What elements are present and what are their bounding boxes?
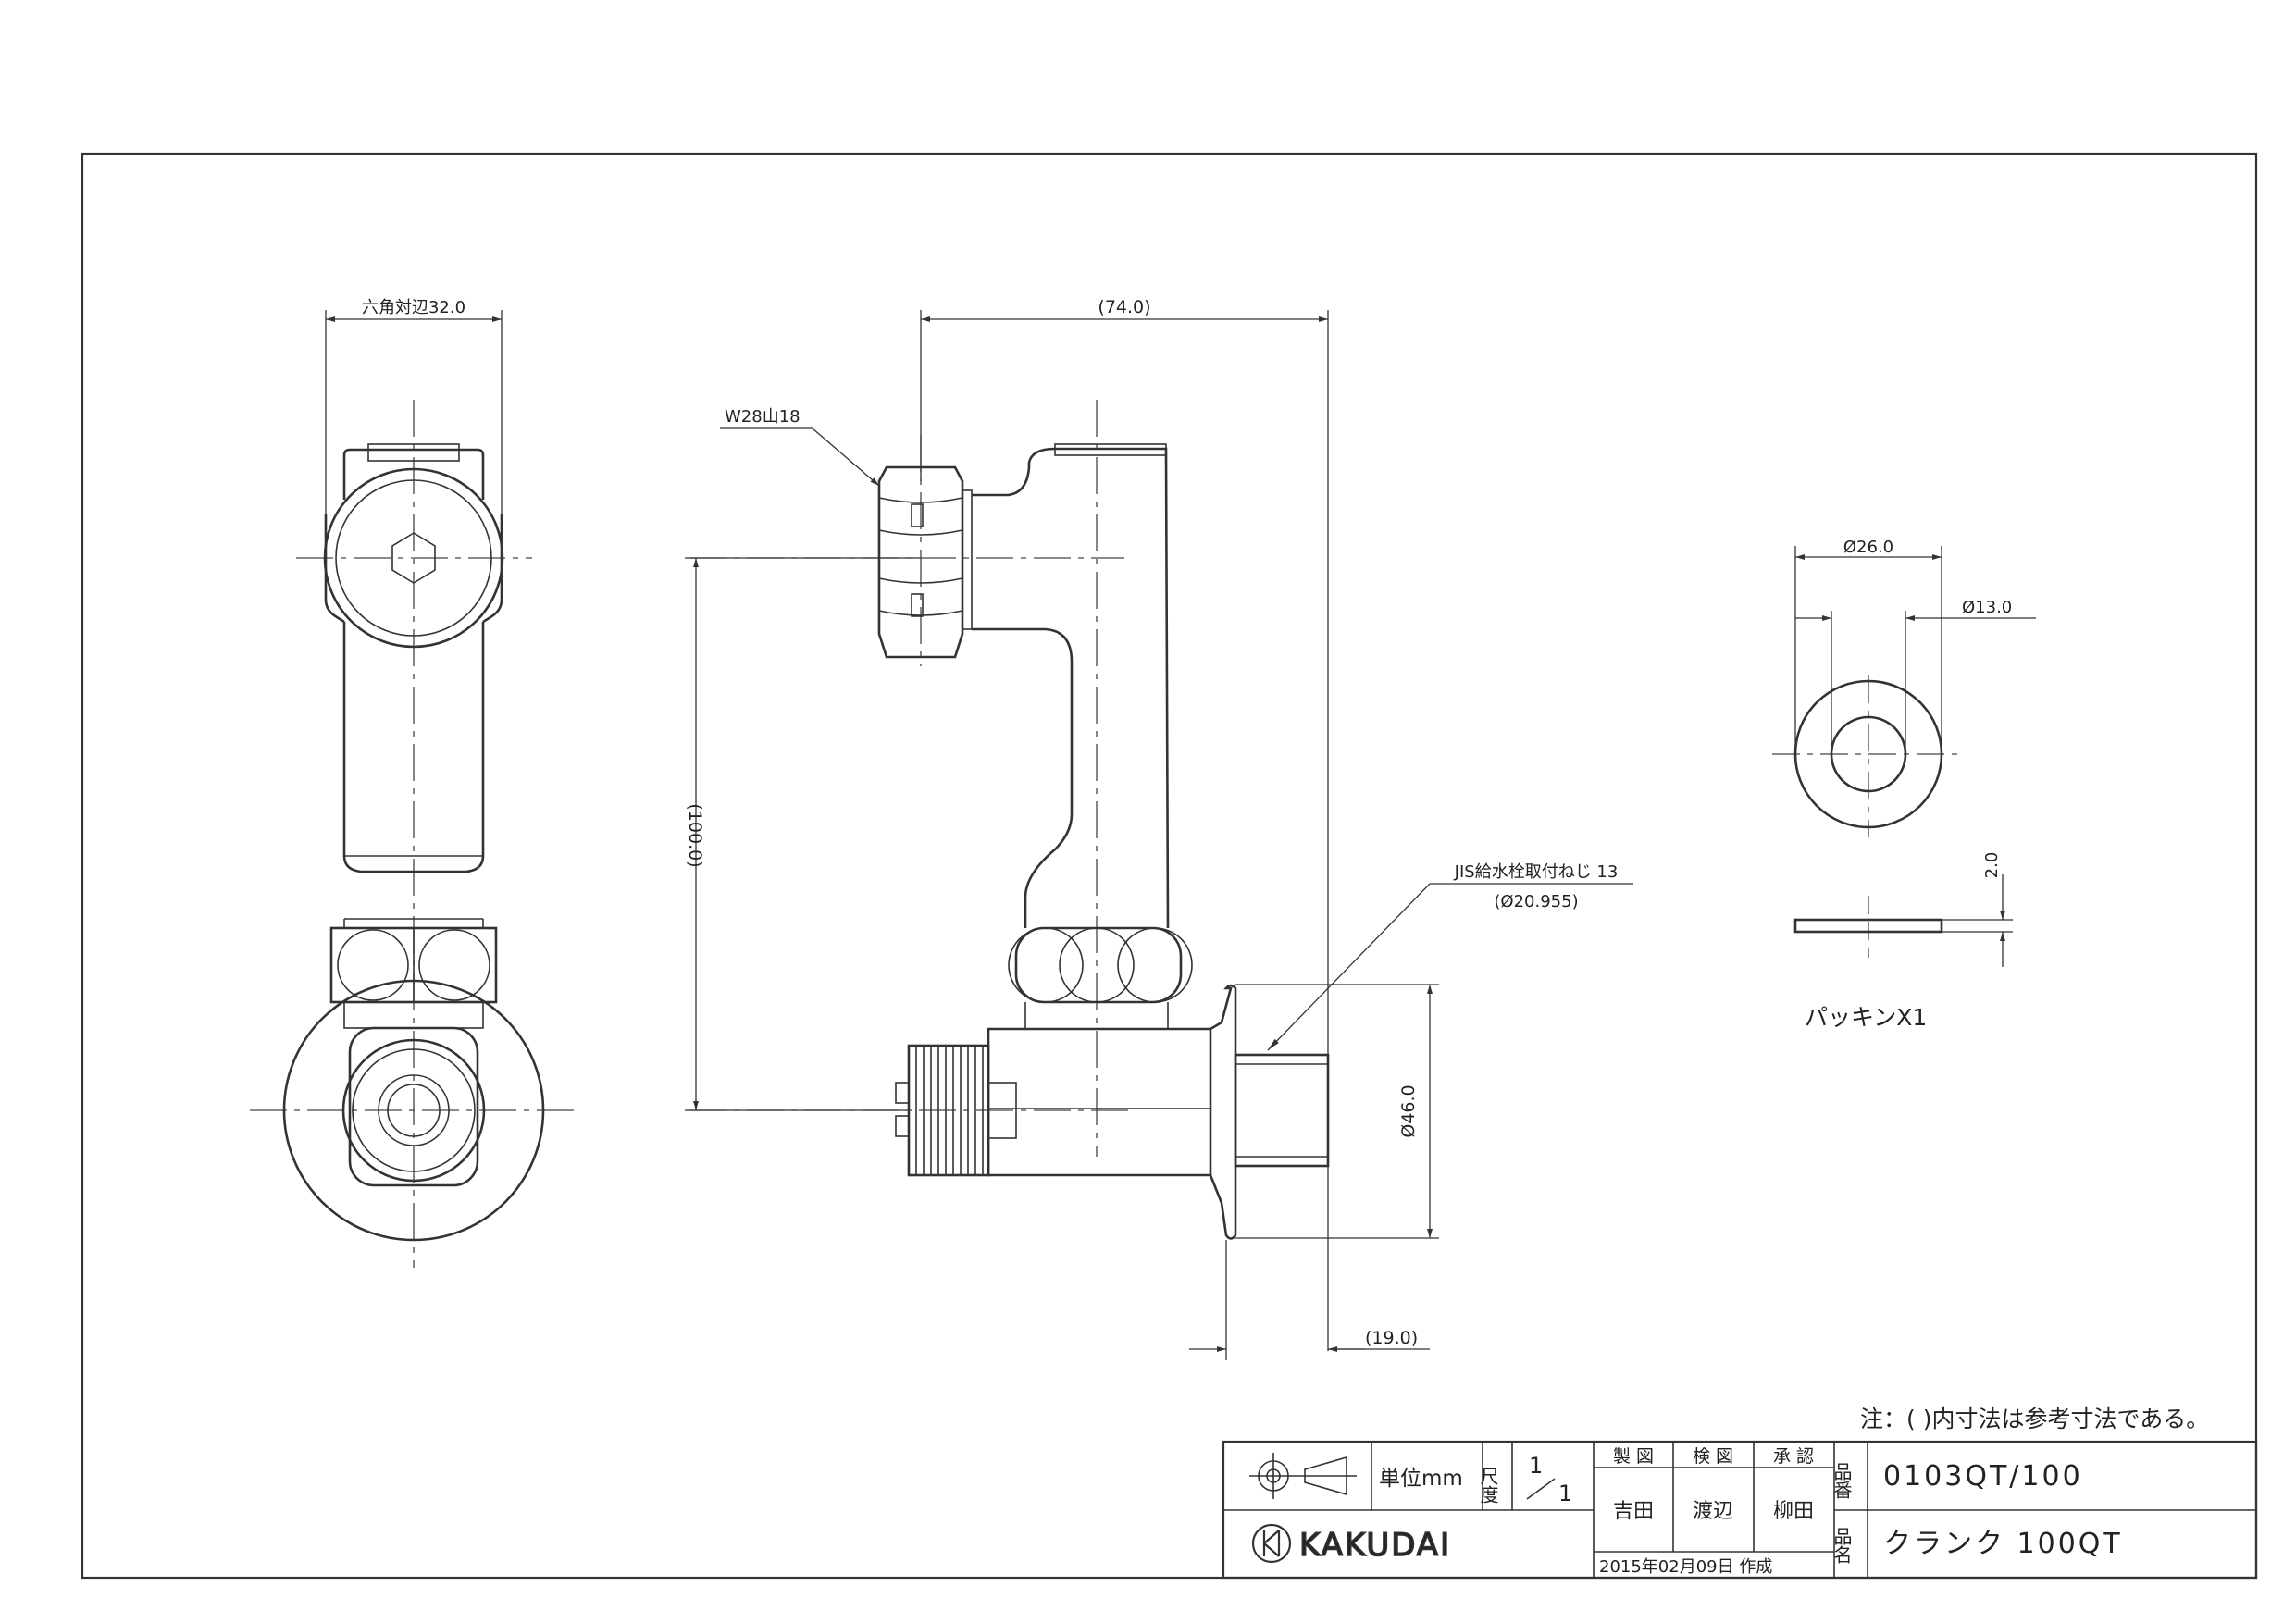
scale-label: 尺度 <box>1477 1467 1499 1504</box>
drawing-frame <box>81 152 2258 1580</box>
part-no-label: 品番 <box>1831 1462 1853 1499</box>
knurl-pattern <box>915 1046 984 1175</box>
jis-thread-label: JIS給水栓取付ねじ 13 <box>1454 862 1619 882</box>
unit-label: 単位mm <box>1379 1467 1463 1491</box>
height-label: (100.0) <box>685 803 705 867</box>
scale-numerator: 1 <box>1529 1453 1543 1479</box>
title-block: 単位mm 尺度 1 1 製 図 検 図 承 認 吉田 渡辺 柳田 2015年02… <box>1222 1440 2258 1580</box>
third-angle-projection-icon <box>1249 1453 1357 1499</box>
reference-dimension-note: 注：( )内寸法は参考寸法である。 <box>1860 1406 2209 1432</box>
created-date: 2015年02月09日 作成 <box>1599 1557 1772 1577</box>
drawn-label: 製 図 <box>1613 1446 1654 1467</box>
overall-width-label: (74.0) <box>1098 297 1150 317</box>
scale-denominator: 1 <box>1558 1481 1572 1506</box>
kakudai-logo: KAKUDAI <box>1251 1523 1451 1565</box>
packing-view: Ø26.0 Ø13.0 2.0 パッキンX1 <box>1772 538 2036 1031</box>
flange-dia-label: Ø46.0 <box>1398 1084 1419 1137</box>
front-view: 六角対辺32.0 <box>250 298 578 1268</box>
side-view: (74.0) W28山18 (100.0) JIS給水栓取付ねじ 13 (Ø20… <box>685 297 1633 1360</box>
packing-outer-label: Ø26.0 <box>1843 538 1893 557</box>
company-name: KAKUDAI <box>1299 1527 1451 1564</box>
packing-inner-label: Ø13.0 <box>1962 598 2012 617</box>
checked-label: 検 図 <box>1693 1446 1733 1467</box>
checked-by: 渡辺 <box>1693 1500 1733 1523</box>
hex-across-flats-label: 六角対辺32.0 <box>362 298 465 317</box>
jis-thread-dia-label: (Ø20.955) <box>1494 892 1578 911</box>
approved-label: 承 認 <box>1773 1446 1814 1467</box>
approved-by: 柳田 <box>1773 1500 1814 1523</box>
thread-spec-label: W28山18 <box>725 407 800 427</box>
projection-label: (19.0) <box>1365 1328 1418 1348</box>
product-name-label: 品名 <box>1831 1527 1853 1564</box>
product-name: クランク 100QT <box>1883 1528 2123 1560</box>
drawn-by: 吉田 <box>1613 1500 1654 1523</box>
part-number: 0103QT/100 <box>1883 1460 2083 1493</box>
packing-quantity-label: パッキンX1 <box>1805 1004 1927 1031</box>
packing-thickness-label: 2.0 <box>1982 852 2002 879</box>
